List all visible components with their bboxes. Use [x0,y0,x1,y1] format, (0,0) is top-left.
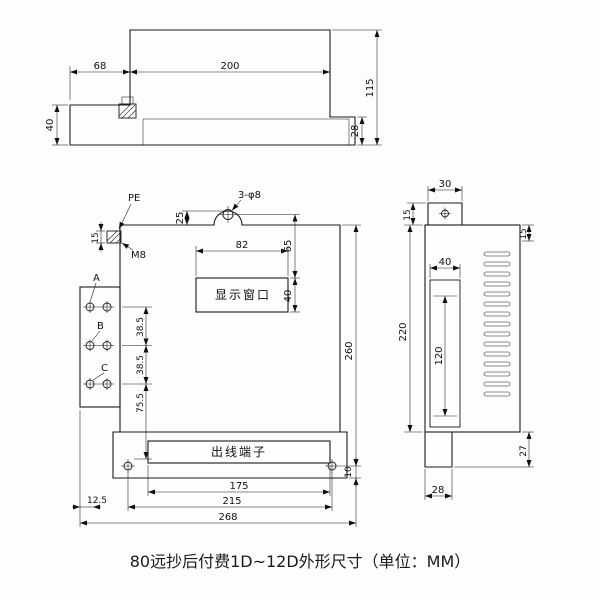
dim-65: 65 [283,240,294,253]
mounting-holes [121,459,339,473]
bottom-dimensions: 175 215 12.5 268 [72,410,357,527]
dim-25: 25 [175,212,186,225]
side-view: 30 15 15 40 120 220 27 [398,179,534,500]
dim-115: 115 [365,78,376,97]
dim-15-right: 15 [519,228,529,239]
drawing-caption: 80远抄后付费1D~12D外形尺寸（单位：MM） [130,552,471,571]
front-view: 3-φ8 25 PE M8 15 [72,190,361,527]
dim-15-left: 15 [403,209,413,220]
outlet-terminal: 出线端子 [147,440,331,464]
dim-15-pe: 15 [91,232,101,243]
display-window-label: 显示窗口 [215,288,271,302]
top-view-outline [69,29,356,146]
dim-28-side: 28 [432,485,445,496]
dim-65-40-group: 65 40 [236,214,300,313]
dim-40-side: 40 [439,257,452,268]
dim-82-group: 82 [195,240,289,276]
top-view-dimensions: 68 200 115 40 28 [45,29,382,146]
dim-38-5-a: 38.5 [136,317,146,337]
dim-215: 215 [222,496,241,507]
pe-terminal: PE M8 15 [91,193,146,261]
vent-slots [483,251,511,397]
dim-25-group: 25 [175,210,225,225]
dim-268: 268 [218,512,237,523]
hanger-hole: 3-φ8 [220,190,261,223]
terminal-holes [83,301,114,390]
dim-40-front: 40 [283,290,294,303]
dim-260: 260 [344,341,355,360]
left-chain-dimensions: 38.5 38.5 75.5 [122,306,152,460]
dim-175: 175 [229,481,248,492]
right-chain-dimensions: 260 10 [339,224,361,487]
dim-75-5: 75.5 [136,393,146,413]
dim-30: 30 [439,179,452,190]
dim-120: 120 [434,346,445,365]
phase-c-label: C [101,363,108,374]
m8-label: M8 [131,250,146,261]
hanger-hole-label: 3-φ8 [238,190,261,201]
display-window: 显示窗口 [195,277,289,313]
phase-b-label: B [97,321,104,332]
dim-82: 82 [236,240,249,251]
dim-220: 220 [398,322,409,341]
dim-38-5-b: 38.5 [136,355,146,375]
dim-28-top: 28 [350,125,361,138]
outlet-terminal-label: 出线端子 [211,445,267,459]
dim-68: 68 [94,61,107,72]
seal-screw-detail [118,96,137,119]
dim-200: 200 [220,61,239,72]
top-view: 68 200 115 40 28 [45,29,382,146]
side-dimensions: 30 15 15 40 120 220 27 [398,179,534,500]
dim-12-5: 12.5 [87,496,107,506]
phase-a-label: A [93,273,100,284]
dim-40-top: 40 [45,119,56,132]
side-body-outline [424,202,521,468]
dim-10: 10 [344,466,354,478]
pe-label: PE [128,193,140,204]
dim-27: 27 [519,445,529,456]
phase-terminal-block: A B C [79,273,121,408]
